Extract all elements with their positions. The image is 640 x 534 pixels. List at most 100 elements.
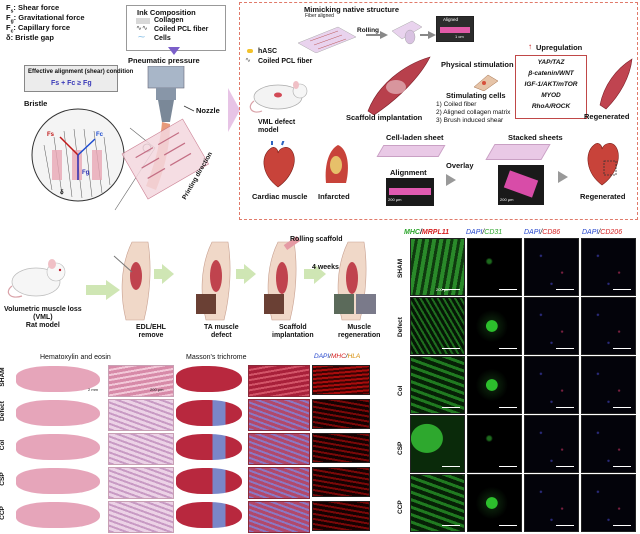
- scale-bar: [613, 348, 631, 349]
- dapi-mhc-hla-header: DAPI/MHC/HLA: [314, 353, 361, 360]
- he-zoom-image: [108, 399, 174, 431]
- fluor-scale-label: 200 μm: [436, 287, 450, 292]
- masson-section-image: [176, 366, 242, 392]
- fluor-row-label: Col: [397, 385, 404, 396]
- masson-section-image: [176, 434, 242, 460]
- bristle-label: Bristle: [24, 99, 48, 108]
- printing-panel: Fs: Shear force Fg: Gravitational force …: [0, 0, 232, 222]
- masson-header: Masson's trichrome: [186, 354, 247, 361]
- aligned-photo: Aligned 1 cm: [436, 16, 474, 42]
- histo-row-label: CSP: [0, 472, 6, 486]
- fiber-aligned-label: Fiber aligned: [305, 13, 334, 19]
- scale-bar: [556, 466, 574, 467]
- arrow-right-icon: [446, 174, 456, 186]
- scale-bar: [442, 407, 460, 408]
- he-section-image: [16, 468, 100, 494]
- alignment-box-title: Effective alignment (shear) condition: [28, 69, 134, 75]
- coil-legend-icon: ∿: [245, 57, 251, 64]
- alignment-condition-box: Effective alignment (shear) condition Fs…: [24, 65, 133, 92]
- fluorescence-image: [581, 238, 636, 296]
- rat-model-icon: [7, 259, 66, 298]
- he-zoom-image: [108, 467, 174, 499]
- he-section-image: [16, 400, 100, 426]
- scale-bar: [499, 348, 517, 349]
- fluorescence-image: [581, 415, 636, 473]
- he-zoom-image: [108, 433, 174, 465]
- legend-item-gap: δ: Bristle gap: [6, 33, 54, 42]
- stacked-photo: 200 μm: [498, 165, 544, 205]
- legend-item-shear: Fs: Shear force: [6, 3, 60, 15]
- scale-bar: [499, 289, 517, 290]
- fluorescence-panel: MHC/MRPL11 DAPI/CD31 DAPI/CD86 DAPI/CD20…: [397, 228, 640, 534]
- scale-200um-label: 200 μm: [150, 387, 164, 392]
- masson-zoom-image: [248, 399, 310, 431]
- histo-row-label: Defect: [0, 401, 6, 421]
- fl-header-cd86: DAPI/CD86: [524, 229, 561, 236]
- scale-bar: [499, 407, 517, 408]
- stim-item-2: 2) Aligned collagen matrix: [436, 109, 511, 116]
- upregulation-label: Upregulation: [536, 43, 583, 52]
- scale-bar: [556, 525, 574, 526]
- gene-5: RhoA/ROCK: [531, 103, 571, 110]
- rolling-illustration: [298, 20, 436, 53]
- histo-row-label: Col: [0, 439, 6, 451]
- vml-rat-model-label: Volumetric muscle loss (VML) Rat model: [4, 306, 82, 330]
- hasc-legend: hASC: [258, 48, 278, 55]
- step-ta-defect: TA muscle defect: [204, 324, 239, 340]
- he-zoom-image: [108, 365, 174, 397]
- four-weeks-label: 4 weeks: [312, 264, 339, 271]
- he-section-image: [16, 434, 100, 460]
- ink-item-coiled-pcl: Coiled PCL fiber: [154, 26, 209, 33]
- fl-header-mhc: MHC/MRPL11: [404, 229, 450, 236]
- regenerated-bottom-label: Regenerated: [580, 192, 626, 201]
- infarcted-label: Infarcted: [318, 192, 350, 201]
- ink-item-cells: Cells: [154, 35, 171, 42]
- gene-box: YAP/TAZ β-catenin/WNT IGF-1/AKT/mTOR MYO…: [515, 55, 587, 119]
- fluorescence-image: [467, 356, 522, 414]
- fluorescence-image: [524, 415, 579, 473]
- fluorescence-image: [410, 474, 465, 532]
- mimicking-label: Mimicking native structure: [304, 5, 400, 14]
- cell-laden-sheet-icon: [376, 145, 446, 157]
- fluorescence-image: [524, 474, 579, 532]
- fluorescence-image: [467, 415, 522, 473]
- hasc-cell-icon: [247, 49, 253, 53]
- alignment-formula: Fs + Fc ≥ Fg: [51, 80, 92, 87]
- dapi-mhc-hla-image: [312, 365, 370, 395]
- stim-item-3: 3) Brush induced shear: [436, 117, 504, 124]
- arrow-up-icon: ↑: [528, 42, 532, 51]
- zoom-label-fc: Fc: [96, 132, 104, 138]
- stacked-sheet-icon: [485, 144, 551, 160]
- pneumatic-label: Pneumatic pressure: [128, 56, 200, 65]
- scale-bar: [442, 466, 460, 467]
- he-zoom-image: [108, 501, 174, 533]
- scale-bar: [556, 289, 574, 290]
- overlay-label: Overlay: [446, 161, 474, 170]
- dapi-mhc-hla-image: [312, 433, 370, 463]
- infarcted-tissue-icon: [325, 145, 348, 183]
- coiled-pcl-legend: Coiled PCL fiber: [258, 58, 313, 65]
- collagen-swatch-icon: [136, 18, 150, 24]
- surgery-steps-illustration: [86, 236, 376, 321]
- step-muscle-regeneration: Muscle regeneration: [338, 324, 381, 340]
- histo-row-label: SHAM: [0, 367, 6, 387]
- rolling-label: Rolling: [357, 27, 380, 34]
- muscle-illustration: [367, 56, 431, 115]
- fluorescence-image: [581, 297, 636, 355]
- cell-laden-label: Cell-laden sheet: [386, 133, 444, 142]
- scale-bar: [613, 525, 631, 526]
- fluor-row-label: Defect: [397, 317, 404, 337]
- masson-section-image: [176, 468, 242, 494]
- mechanism-panel: Mimicking native structure Fiber aligned…: [239, 2, 638, 220]
- printer-nozzle-illustration: [121, 66, 210, 200]
- fluorescence-image: [467, 238, 522, 296]
- zoom-label-delta: δ: [60, 190, 64, 196]
- regenerated-muscle-illustration: [599, 58, 633, 110]
- fluor-row-label: SHAM: [397, 258, 404, 278]
- arrow-right-icon: [558, 171, 568, 183]
- fluorescence-image: [524, 356, 579, 414]
- regenerated-heart-icon: [587, 143, 619, 186]
- scale-bar: [556, 348, 574, 349]
- scaffold-implantation-label: Scaffold implantation: [346, 113, 423, 122]
- dapi-mhc-hla-image: [312, 501, 370, 531]
